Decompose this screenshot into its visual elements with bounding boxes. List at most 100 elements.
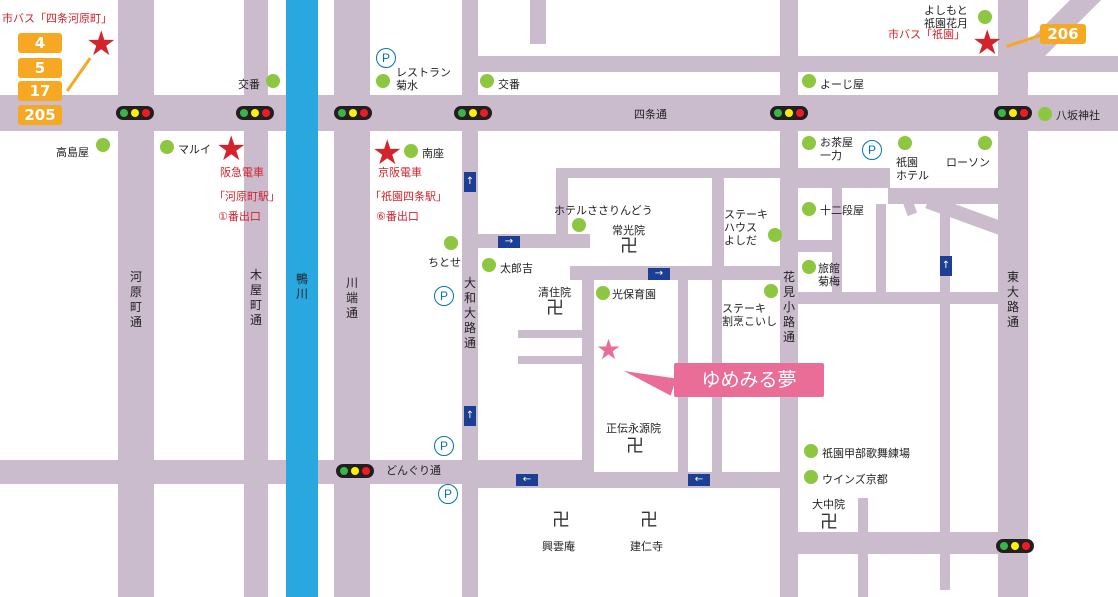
- bus-stop-star: ★: [86, 24, 117, 64]
- keihan-label: 「祇園四条駅」: [370, 190, 447, 203]
- landmark-restaurant-kikusui: レストラン 菊水: [396, 66, 451, 92]
- bus-pointer-line: [66, 57, 92, 92]
- landmark-dot: [596, 286, 610, 300]
- bus-stop-gion-label: 市バス「祇園」: [888, 28, 965, 41]
- landmark-marui: マルイ: [178, 143, 211, 156]
- landmark-dot: [1038, 107, 1052, 121]
- landmark-yoshimoto: よしもと 祇園花月: [924, 4, 968, 30]
- landmark-takashimaya: 高島屋: [56, 146, 89, 159]
- parking-icon: P: [434, 286, 454, 306]
- traffic-light: [454, 106, 492, 120]
- landmark-gion-kobu: 祇園甲部歌舞練場: [822, 447, 910, 460]
- landmark-dot: [802, 202, 816, 216]
- traffic-light: [236, 106, 274, 120]
- alley: [798, 240, 832, 252]
- landmark-kenninji: 建仁寺: [630, 540, 663, 553]
- landmark-chitose: ちとせ: [428, 256, 461, 269]
- temple-icon: 卍: [552, 510, 570, 531]
- landmark-hotel-sasarindo: ホテルささりんどう: [554, 204, 653, 217]
- landmark-kohoikuen: 光保育園: [612, 288, 656, 301]
- shijo-street-label: 四条通: [634, 108, 667, 121]
- parking-icon: P: [434, 436, 454, 456]
- landmark-tarokichi: 太郎吉: [500, 262, 533, 275]
- traffic-light: [994, 106, 1032, 120]
- landmark-dot: [96, 138, 110, 152]
- one-way-arrow-icon: ↑: [464, 406, 476, 426]
- landmark-dot: [768, 228, 782, 242]
- temple-icon: 卍: [546, 298, 564, 319]
- landmark-steak-yoshida: ステーキ ハウス よしだ: [724, 208, 768, 247]
- temple-icon: 卍: [640, 510, 658, 531]
- landmark-dot: [804, 470, 818, 484]
- traffic-light: [996, 539, 1034, 553]
- kamo-river: [286, 0, 318, 597]
- parking-icon: P: [438, 484, 458, 504]
- alley: [556, 168, 568, 248]
- north-street: [478, 56, 1118, 72]
- higashioji-street-label: 東大路通: [1006, 270, 1019, 329]
- landmark-dot: [764, 284, 778, 298]
- landmark-yojiya: よーじ屋: [820, 78, 864, 91]
- bus-route-badge: 4: [18, 33, 62, 53]
- hankyu-label: ①番出口: [218, 210, 261, 223]
- station-star: ★: [372, 133, 403, 173]
- destination-pointer: [621, 362, 677, 396]
- destination-star-icon: ★: [596, 333, 622, 366]
- alley: [570, 266, 780, 280]
- landmark-minamiza: 南座: [422, 147, 444, 160]
- temple-icon: 卍: [620, 236, 638, 257]
- landmark-koban: 交番: [498, 78, 520, 91]
- landmark-dot: [404, 144, 418, 158]
- alley: [712, 168, 724, 278]
- landmark-junidanya: 十二段屋: [820, 204, 864, 217]
- hanamikoji-street: [780, 0, 798, 597]
- bus-route-badge: 206: [1040, 24, 1086, 44]
- landmark-wings-kyoto: ウインズ京都: [822, 473, 888, 486]
- bus-route-badge: 17: [18, 81, 62, 101]
- alley: [530, 0, 546, 44]
- one-way-arrow-icon: ↑: [464, 172, 476, 192]
- landmark-kouun-an: 興雲庵: [542, 540, 575, 553]
- higashioji-street: [998, 0, 1028, 597]
- alley: [556, 168, 780, 178]
- landmark-dot: [376, 74, 390, 88]
- alley: [798, 292, 998, 304]
- station-star: ★: [216, 129, 247, 169]
- landmark-dot: [160, 140, 174, 154]
- landmark-ochaya-ichiriki: お茶屋 一力: [820, 136, 853, 162]
- landmark-dot: [802, 74, 816, 88]
- destination-label: ゆめみる夢: [674, 363, 824, 397]
- kiyamachi-street: [244, 0, 268, 597]
- alley: [940, 210, 950, 590]
- yamato-oji-street-label: 大和大路通: [463, 276, 476, 350]
- bus-route-badge: 205: [18, 105, 62, 125]
- traffic-light: [336, 464, 374, 478]
- parking-icon: P: [376, 48, 396, 68]
- one-way-arrow-icon: →: [648, 268, 670, 280]
- yamato-oji-street: [462, 0, 478, 597]
- alley: [518, 356, 582, 364]
- traffic-light: [770, 106, 808, 120]
- landmark-shodeneigenin: 正伝永源院: [606, 422, 661, 435]
- kamogawa-label: 鴨川: [295, 272, 308, 301]
- hankyu-label: 「河原町駅」: [214, 190, 280, 203]
- landmark-dot: [978, 136, 992, 150]
- landmark-lawson: ローソン: [946, 156, 990, 169]
- one-way-arrow-icon: ↑: [940, 256, 952, 276]
- landmark-daichuin: 大中院: [812, 498, 845, 511]
- one-way-arrow-icon: →: [498, 236, 520, 248]
- landmark-seijuin: 清住院: [538, 286, 571, 299]
- landmark-ryokan-kikuume: 旅館 菊梅: [818, 262, 840, 288]
- alley: [876, 204, 886, 296]
- landmark-yasaka: 八坂神社: [1056, 109, 1100, 122]
- kawaramachi-street-label: 河原町通: [129, 270, 142, 329]
- alley: [582, 266, 594, 480]
- landmark-dot: [572, 218, 586, 232]
- keihan-label: ⑥番出口: [376, 210, 419, 223]
- kawabata-street-label: 川端通: [345, 276, 358, 320]
- landmark-koban: 交番: [238, 78, 260, 91]
- kawaramachi-street: [118, 0, 154, 597]
- alley: [832, 188, 842, 298]
- landmark-dot: [802, 136, 816, 150]
